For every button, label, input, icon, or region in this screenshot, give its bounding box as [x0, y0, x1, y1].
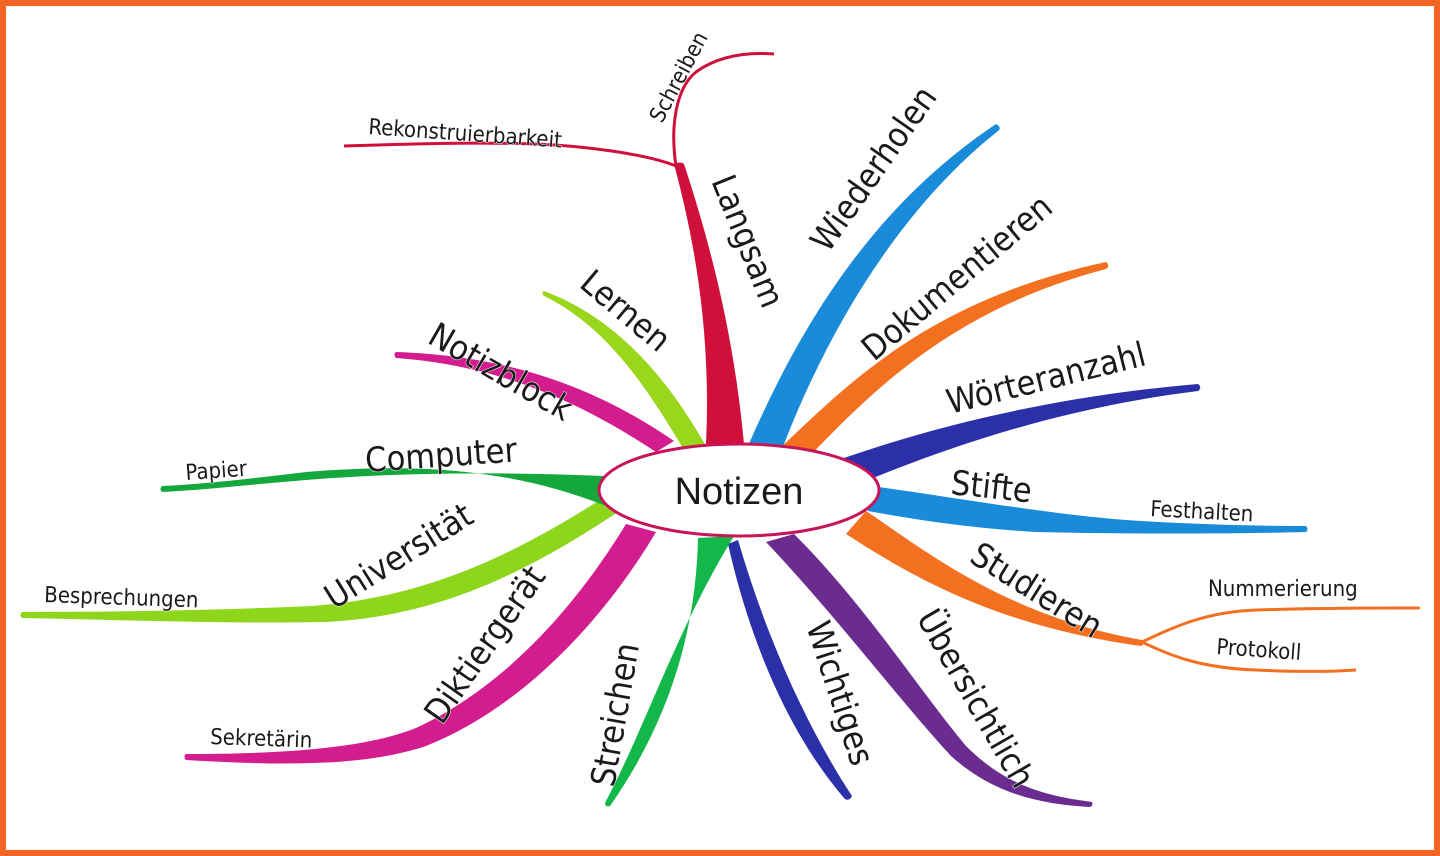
label-notizblock: Notizblock	[422, 315, 580, 429]
branch-wichtiges-shape	[728, 540, 852, 800]
label-stifte: Stifte	[949, 463, 1034, 511]
label-besprechungen: Besprechungen	[44, 583, 199, 613]
branch-langsam	[343, 52, 775, 444]
label-festhalten: Festhalten	[1150, 497, 1254, 527]
branch-langsam-shape	[674, 162, 744, 444]
branch-dokumentieren	[776, 262, 1109, 464]
branch-woerteranzahl-shape	[844, 384, 1201, 484]
branch-stifte-shape	[868, 486, 1308, 534]
center-node: Notizen	[597, 442, 881, 538]
mind-map: Notizen Langsam Schreiben Rekonstruierba…	[20, 27, 1421, 807]
label-computer: Computer	[364, 430, 519, 481]
branch-wiederholen	[748, 124, 1000, 452]
branch-lernen-shape	[542, 291, 706, 450]
branch-diktiergeraet	[184, 524, 656, 764]
sub-branch-nummerierung	[1141, 606, 1421, 644]
sub-branch-schreiben	[672, 52, 775, 167]
branch-computer-shape	[160, 468, 606, 506]
branch-streichen-shape	[605, 536, 734, 807]
branch-notizblock-shape	[394, 352, 674, 452]
label-papier: Papier	[185, 457, 249, 486]
branch-wichtiges	[728, 540, 852, 800]
label-nummerierung: Nummerierung	[1208, 577, 1358, 602]
sub-branch-protokoll	[1141, 640, 1357, 673]
label-rekonstruierbarkeit: Rekonstruierbarkeit	[368, 115, 563, 153]
branch-dokumentieren-shape	[776, 262, 1109, 464]
branch-studieren	[846, 511, 1421, 673]
label-schreiben: Schreiben	[645, 28, 713, 127]
label-streichen: Streichen	[583, 640, 648, 790]
branch-notizblock	[394, 352, 674, 452]
branch-computer	[160, 468, 606, 506]
branch-universitaet-shape	[20, 496, 618, 623]
branch-wiederholen-shape	[748, 124, 1000, 452]
branch-uebersichtlich-shape	[766, 534, 1093, 807]
branch-uebersichtlich	[766, 534, 1093, 807]
label-protokoll: Protokoll	[1216, 635, 1302, 666]
label-wiederholen: Wiederholen	[803, 79, 946, 259]
label-dokumentieren: Dokumentieren	[854, 187, 1060, 369]
center-label: Notizen	[675, 471, 804, 513]
branch-lernen	[542, 291, 706, 450]
sub-branch-rekonstruierbarkeit	[343, 141, 677, 168]
branch-diktiergeraet-shape	[184, 524, 656, 764]
branch-woerteranzahl	[844, 384, 1201, 484]
branch-studieren-shape	[846, 511, 1144, 646]
branch-stifte	[868, 486, 1308, 534]
center-ellipse	[597, 442, 881, 538]
label-sekretaerin: Sekretärin	[210, 725, 313, 754]
branch-universitaet	[20, 496, 618, 623]
branch-streichen	[605, 536, 734, 807]
